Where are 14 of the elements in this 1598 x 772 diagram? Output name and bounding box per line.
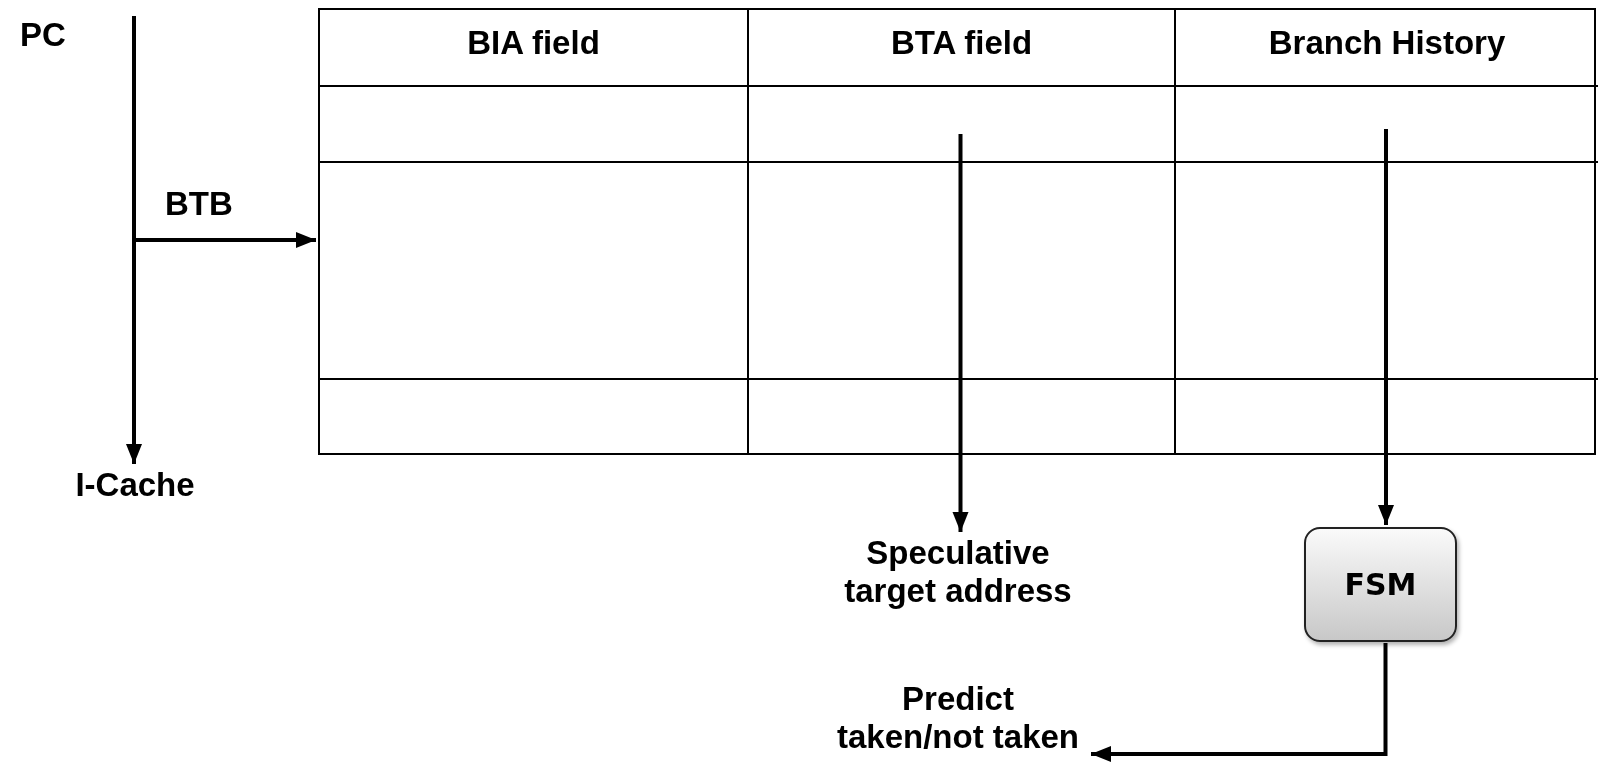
arrow xyxy=(1091,643,1388,762)
state-box: FSM xyxy=(1304,527,1457,642)
column-header: BIA field xyxy=(466,24,601,62)
table xyxy=(318,8,1596,455)
label-text: PC xyxy=(12,16,74,54)
label-text: I-Cache xyxy=(40,466,230,504)
arrow xyxy=(952,134,969,532)
edge-label: BTB xyxy=(165,185,233,223)
label-text: Speculative target address xyxy=(818,534,1098,610)
label-text: Predict taken/not taken xyxy=(829,680,1087,756)
arrow xyxy=(1378,129,1394,525)
arrow xyxy=(132,16,316,248)
column-header: Branch History xyxy=(1267,24,1507,62)
column-header: BTA field xyxy=(889,24,1034,62)
